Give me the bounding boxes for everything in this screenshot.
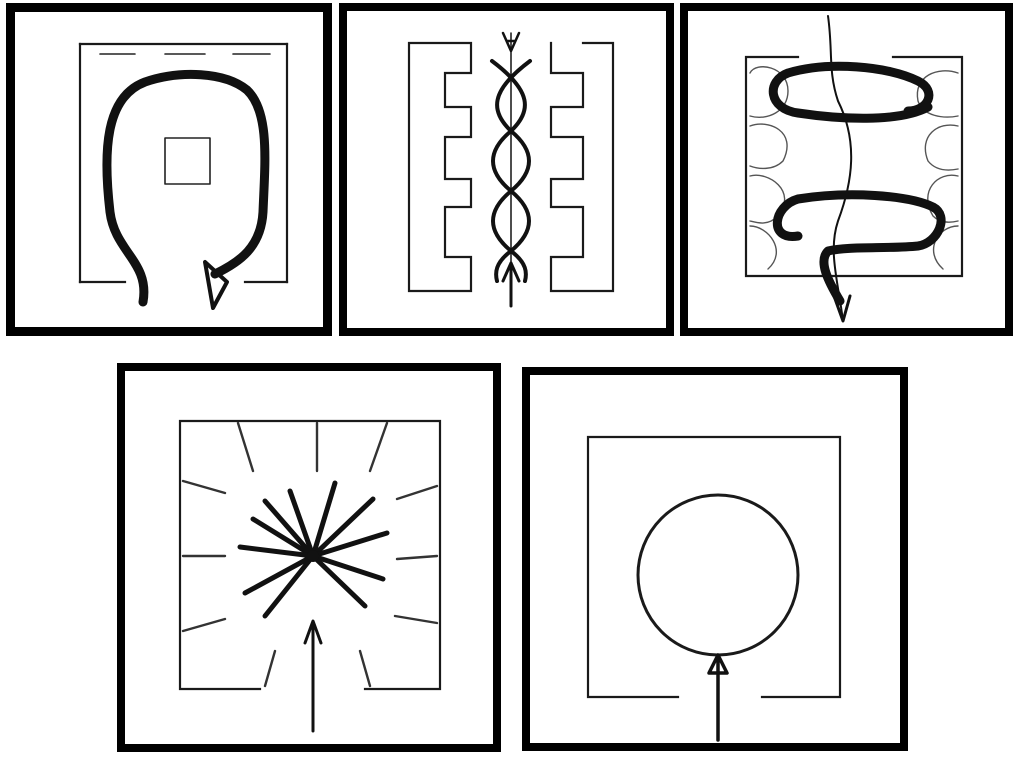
right-comb-wall <box>551 43 613 291</box>
panel-serpentine-path <box>680 3 1013 336</box>
radial-flow-rays <box>240 483 387 616</box>
inlet-flow-arrow <box>305 621 321 731</box>
loop-flow-path <box>107 74 265 302</box>
central-obstacle <box>165 138 210 184</box>
serpentine-diagram-svg <box>688 11 1005 328</box>
left-comb-wall <box>409 43 471 291</box>
flow-arrowhead-bottom <box>503 263 519 306</box>
panel-radial-burst <box>117 363 501 752</box>
circular-flow-loop <box>638 495 798 655</box>
braided-diagram-svg <box>347 11 666 328</box>
loop-diagram-svg <box>15 12 323 327</box>
serpentine-flow-path <box>773 66 941 301</box>
burst-center <box>307 550 319 562</box>
circle-diagram-svg <box>530 375 900 743</box>
radial-diagram-svg <box>125 371 493 744</box>
panel-circular-loop <box>522 367 908 751</box>
inlet-flow-arrow <box>709 655 727 740</box>
room-walls <box>588 437 840 697</box>
panel-loop-around-obstacle <box>6 3 332 336</box>
panel-braided-channel <box>339 3 674 336</box>
